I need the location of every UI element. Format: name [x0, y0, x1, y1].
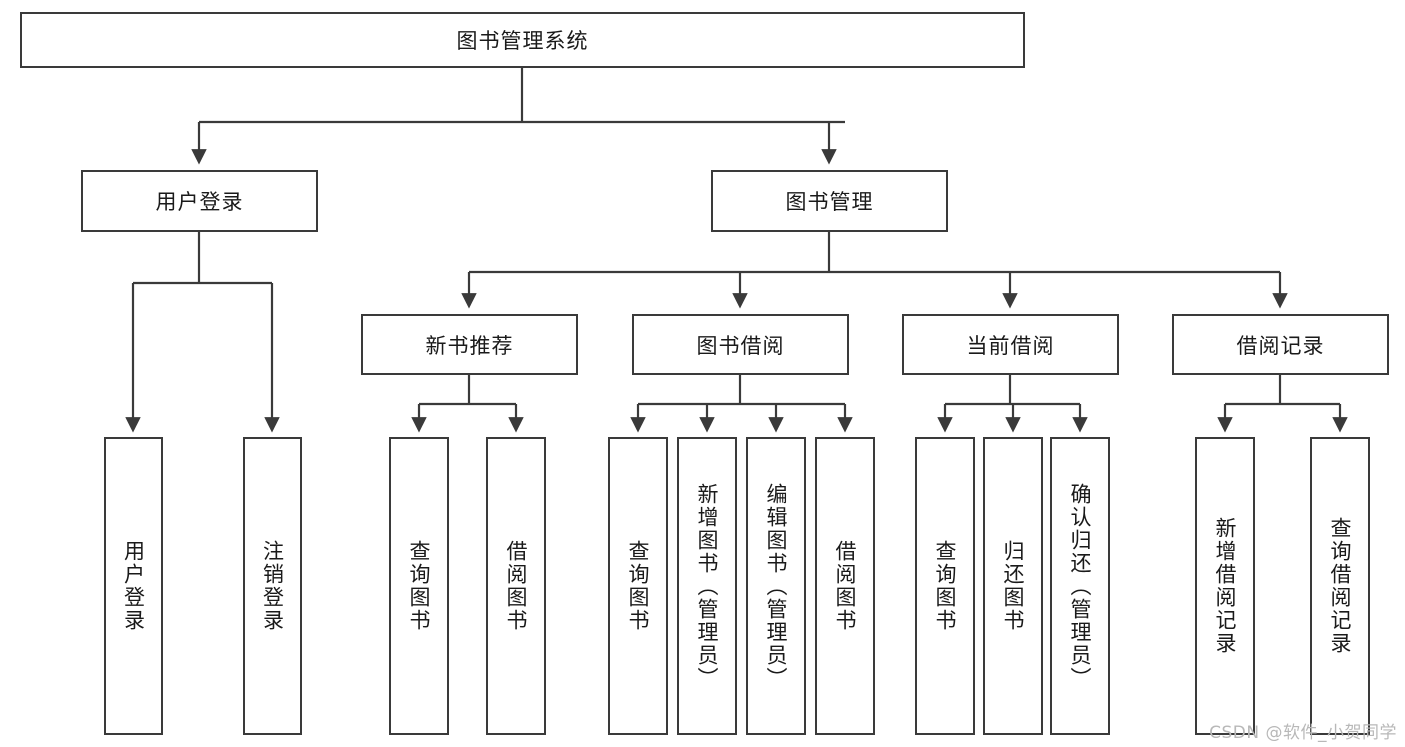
watermark: CSDN @软件_小贺同学 — [1209, 723, 1397, 743]
leaf-borrow-book-2[interactable]: 借阅图书 — [815, 437, 875, 735]
leaf-logout-login[interactable]: 注销登录 — [243, 437, 302, 735]
leaf-query-book-1[interactable]: 查询图书 — [389, 437, 449, 735]
leaf-borrow-book-2-label: 借阅图书 — [833, 540, 858, 632]
leaf-query-book-3-label: 查询图书 — [933, 540, 958, 632]
node-borrow-record-label: 借阅记录 — [1236, 333, 1325, 358]
node-user-login-label: 用户登录 — [155, 190, 244, 214]
node-current-borrow[interactable]: 当前借阅 — [902, 314, 1119, 375]
node-new-book-rec[interactable]: 新书推荐 — [361, 314, 578, 375]
leaf-confirm-return[interactable]: 确认归还（管理员） — [1050, 437, 1110, 735]
leaf-return-book-label: 归还图书 — [1001, 540, 1026, 632]
leaf-return-book[interactable]: 归还图书 — [983, 437, 1043, 735]
leaf-edit-book[interactable]: 编辑图书（管理员） — [746, 437, 806, 735]
leaf-query-book-2[interactable]: 查询图书 — [608, 437, 668, 735]
leaf-query-book-3[interactable]: 查询图书 — [915, 437, 975, 735]
leaf-borrow-book-1[interactable]: 借阅图书 — [486, 437, 546, 735]
leaf-query-book-2-label: 查询图书 — [626, 540, 651, 632]
leaf-add-book-label: 新增图书（管理员） — [695, 482, 720, 690]
node-book-borrow[interactable]: 图书借阅 — [632, 314, 849, 375]
leaf-query-record[interactable]: 查询借阅记录 — [1310, 437, 1370, 735]
leaf-borrow-book-1-label: 借阅图书 — [504, 540, 529, 632]
leaf-user-login-label: 用户登录 — [121, 540, 146, 632]
leaf-add-record[interactable]: 新增借阅记录 — [1195, 437, 1255, 735]
node-root-label: 图书管理系统 — [456, 29, 589, 53]
node-book-manage-label: 图书管理 — [785, 190, 874, 214]
leaf-logout-login-label: 注销登录 — [260, 540, 285, 632]
leaf-add-record-label: 新增借阅记录 — [1213, 517, 1238, 655]
leaf-edit-book-label: 编辑图书（管理员） — [764, 482, 789, 690]
node-user-login[interactable]: 用户登录 — [81, 170, 318, 232]
leaf-user-login[interactable]: 用户登录 — [104, 437, 163, 735]
leaf-query-book-1-label: 查询图书 — [407, 540, 432, 632]
node-new-book-rec-label: 新书推荐 — [425, 333, 514, 358]
node-current-borrow-label: 当前借阅 — [966, 333, 1055, 358]
node-book-manage[interactable]: 图书管理 — [711, 170, 948, 232]
node-borrow-record[interactable]: 借阅记录 — [1172, 314, 1389, 375]
node-root[interactable]: 图书管理系统 — [20, 12, 1025, 68]
leaf-query-record-label: 查询借阅记录 — [1328, 517, 1353, 655]
node-book-borrow-label: 图书借阅 — [696, 333, 785, 358]
leaf-confirm-return-label: 确认归还（管理员） — [1068, 482, 1093, 690]
leaf-add-book[interactable]: 新增图书（管理员） — [677, 437, 737, 735]
